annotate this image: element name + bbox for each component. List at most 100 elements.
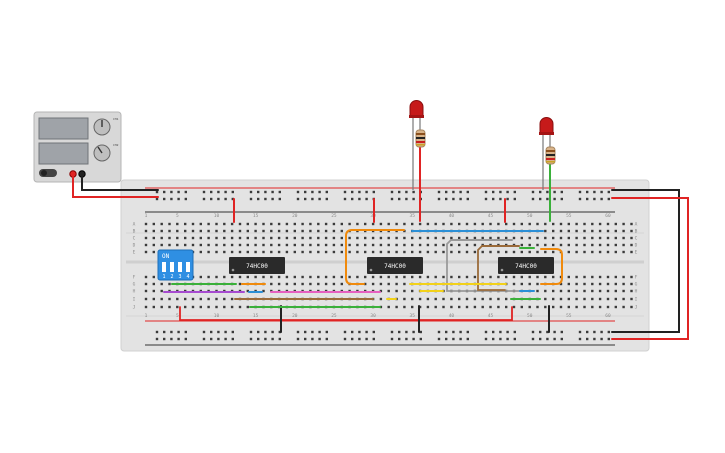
breadboard-hole[interactable] [512, 282, 516, 286]
breadboard-hole[interactable] [465, 222, 469, 226]
rail-hole[interactable] [304, 197, 307, 201]
breadboard-hole[interactable] [168, 236, 171, 240]
breadboard-hole[interactable] [364, 243, 367, 247]
breadboard-hole[interactable] [528, 250, 531, 254]
breadboard-hole[interactable] [285, 222, 289, 226]
breadboard-hole[interactable] [559, 229, 563, 233]
rail-hole[interactable] [343, 197, 347, 201]
breadboard-hole[interactable] [262, 250, 265, 254]
breadboard-hole[interactable] [277, 236, 281, 240]
rail-hole[interactable] [600, 190, 603, 194]
breadboard-hole[interactable] [324, 243, 328, 247]
rail-hole[interactable] [177, 337, 180, 341]
breadboard-hole[interactable] [552, 243, 555, 247]
breadboard-hole[interactable] [583, 222, 586, 226]
breadboard-hole[interactable] [184, 222, 187, 226]
breadboard-hole[interactable] [332, 236, 336, 240]
rail-hole[interactable] [546, 197, 549, 201]
rail-hole[interactable] [351, 330, 354, 334]
rail-hole[interactable] [210, 337, 213, 341]
breadboard-hole[interactable] [497, 275, 500, 279]
breadboard-hole[interactable] [567, 282, 570, 286]
chip-2[interactable]: 74HC00 [367, 257, 423, 274]
breadboard-hole[interactable] [199, 243, 202, 247]
rail-hole[interactable] [202, 330, 206, 334]
led-1[interactable] [409, 100, 424, 191]
breadboard-hole[interactable] [606, 289, 610, 293]
rail-hole[interactable] [296, 190, 300, 194]
breadboard-hole[interactable] [215, 305, 218, 309]
breadboard-hole[interactable] [403, 297, 406, 301]
breadboard-hole[interactable] [379, 250, 383, 254]
breadboard-hole[interactable] [301, 250, 304, 254]
breadboard-hole[interactable] [262, 243, 265, 247]
rail-hole[interactable] [365, 197, 368, 201]
breadboard-hole[interactable] [254, 229, 257, 233]
breadboard-hole[interactable] [270, 229, 273, 233]
breadboard-hole[interactable] [606, 243, 610, 247]
breadboard-hole[interactable] [144, 236, 148, 240]
breadboard-hole[interactable] [144, 222, 148, 226]
breadboard-hole[interactable] [411, 250, 414, 254]
breadboard-hole[interactable] [152, 229, 155, 233]
rail-hole[interactable] [600, 197, 603, 201]
breadboard-hole[interactable] [614, 305, 617, 309]
rail-hole[interactable] [365, 337, 368, 341]
breadboard-hole[interactable] [434, 297, 437, 301]
rail-hole[interactable] [202, 197, 206, 201]
rail-hole[interactable] [163, 197, 166, 201]
breadboard-hole[interactable] [340, 250, 343, 254]
breadboard-hole[interactable] [230, 297, 234, 301]
breadboard-hole[interactable] [348, 250, 351, 254]
breadboard-hole[interactable] [622, 229, 625, 233]
breadboard-hole[interactable] [583, 297, 586, 301]
breadboard-hole[interactable] [223, 222, 226, 226]
rail-hole[interactable] [452, 330, 455, 334]
wire-psu-negative[interactable] [81, 176, 159, 191]
breadboard-hole[interactable] [559, 222, 563, 226]
breadboard-hole[interactable] [301, 243, 304, 247]
breadboard-hole[interactable] [630, 250, 633, 254]
rail-hole[interactable] [318, 197, 321, 201]
breadboard-hole[interactable] [403, 305, 406, 309]
breadboard-hole[interactable] [364, 250, 367, 254]
breadboard-hole[interactable] [293, 229, 296, 233]
rail-hole[interactable] [271, 190, 274, 194]
breadboard-hole[interactable] [575, 282, 578, 286]
breadboard-hole[interactable] [567, 222, 570, 226]
breadboard-hole[interactable] [520, 222, 523, 226]
breadboard-hole[interactable] [489, 297, 492, 301]
breadboard-hole[interactable] [598, 229, 602, 233]
rail-hole[interactable] [560, 337, 563, 341]
breadboard-hole[interactable] [505, 305, 508, 309]
rail-hole[interactable] [343, 190, 347, 194]
breadboard-hole[interactable] [238, 229, 242, 233]
rail-hole[interactable] [531, 197, 535, 201]
breadboard-hole[interactable] [230, 243, 234, 247]
rail-hole[interactable] [492, 330, 495, 334]
breadboard-hole[interactable] [536, 250, 539, 254]
breadboard-hole[interactable] [434, 305, 437, 309]
breadboard-hole[interactable] [434, 236, 437, 240]
breadboard-hole[interactable] [458, 305, 461, 309]
rail-hole[interactable] [405, 330, 408, 334]
breadboard-hole[interactable] [301, 282, 304, 286]
breadboard-hole[interactable] [207, 229, 210, 233]
breadboard-hole[interactable] [387, 250, 390, 254]
rail-hole[interactable] [513, 197, 516, 201]
breadboard-hole[interactable] [575, 222, 578, 226]
rail-hole[interactable] [539, 337, 542, 341]
rail-hole[interactable] [231, 337, 234, 341]
breadboard-hole[interactable] [168, 305, 171, 309]
rail-hole[interactable] [325, 190, 328, 194]
chip-1[interactable]: 74HC00 [229, 257, 285, 274]
resistor-2[interactable] [545, 146, 556, 165]
rail-hole[interactable] [445, 337, 448, 341]
breadboard-hole[interactable] [481, 250, 484, 254]
breadboard-hole[interactable] [622, 282, 625, 286]
breadboard-hole[interactable] [301, 275, 304, 279]
breadboard-hole[interactable] [473, 222, 477, 226]
breadboard-hole[interactable] [199, 222, 202, 226]
breadboard-hole[interactable] [254, 275, 257, 279]
breadboard-hole[interactable] [160, 297, 163, 301]
